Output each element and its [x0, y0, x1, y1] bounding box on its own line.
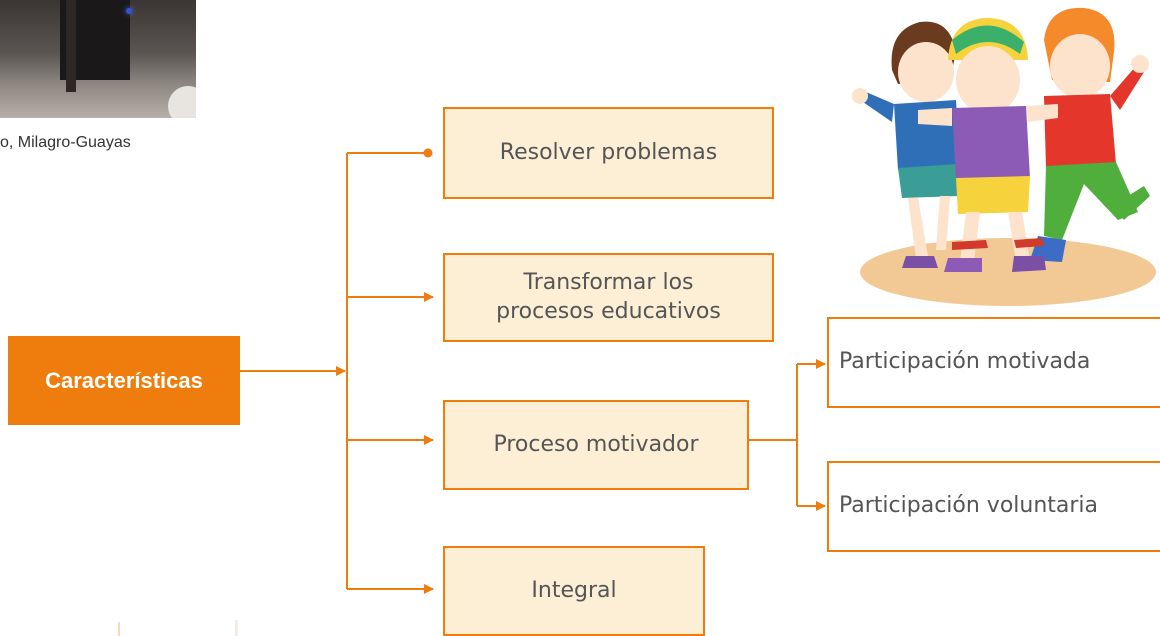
node-participacion-motivada: Participación motivada	[827, 317, 1160, 408]
root-node: Características	[8, 336, 240, 425]
node-integral: Integral	[443, 546, 705, 636]
node-label: Integral	[531, 577, 617, 603]
node-proceso-motivador: Proceso motivador	[443, 400, 749, 490]
classroom-photo	[0, 0, 196, 118]
root-label: Características	[45, 367, 203, 393]
node-participacion-voluntaria: Participación voluntaria	[827, 461, 1160, 552]
node-label: Resolver problemas	[499, 139, 718, 165]
branch-dot	[423, 148, 433, 158]
node-label: Participación voluntaria	[839, 493, 1099, 519]
node-label: Transformar los procesos educativos	[496, 269, 721, 324]
children-playing-icon	[852, 7, 1156, 306]
node-resolver-problemas: Resolver problemas	[443, 107, 774, 199]
node-label: Proceso motivador	[493, 431, 699, 457]
node-transformar-procesos: Transformar los procesos educativos	[443, 253, 774, 342]
node-label: Participación motivada	[839, 349, 1091, 375]
photo-caption: o, Milagro-Guayas	[0, 134, 131, 151]
